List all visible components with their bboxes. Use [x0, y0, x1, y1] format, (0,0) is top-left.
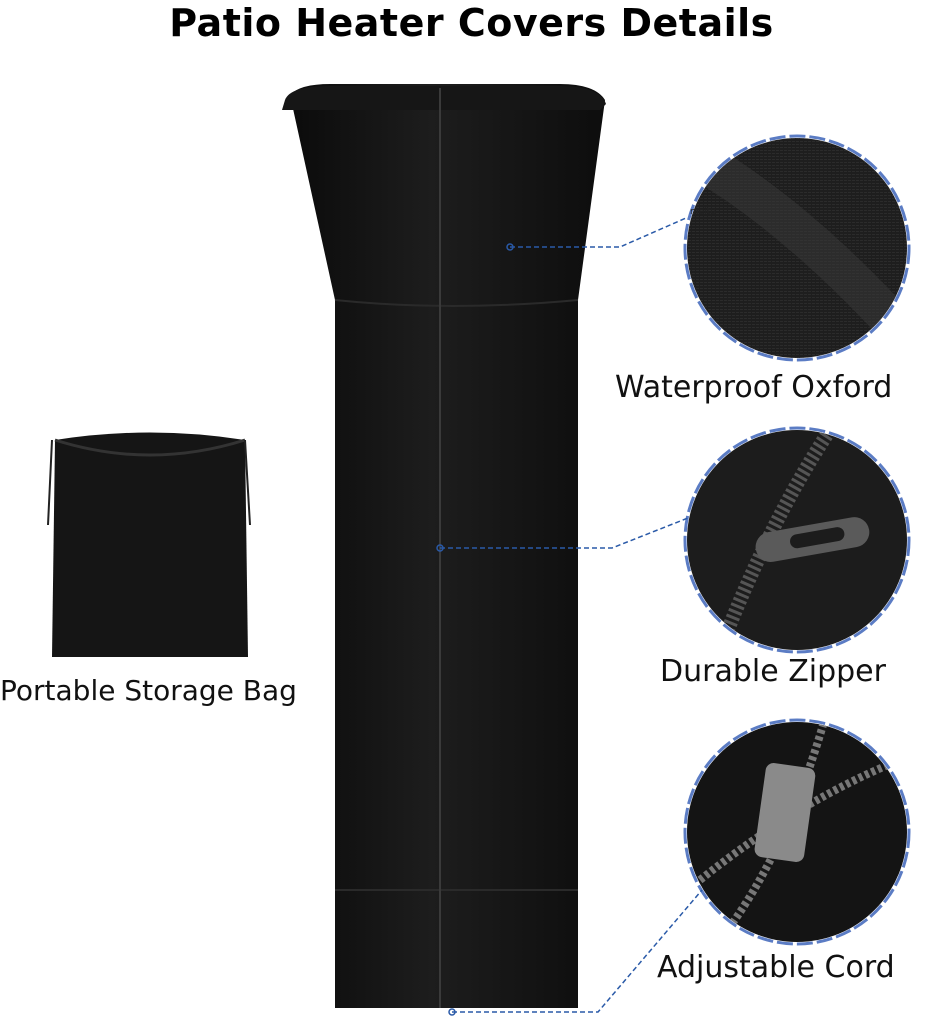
page-title: Patio Heater Covers Details [169, 1, 774, 45]
watermark: meitu [690, 207, 717, 217]
fabric-closeup-image [687, 138, 907, 358]
feature-label-waterproof-oxford: Waterproof Oxford [615, 370, 893, 405]
bag-label: Portable Storage Bag [0, 674, 297, 707]
callout-dots [436, 243, 514, 1016]
callout-lines [440, 217, 703, 1013]
feature-label-durable-zipper: Durable Zipper [660, 654, 886, 689]
circle-rings [683, 134, 911, 946]
cord-lock-closeup-image [687, 722, 907, 942]
feature-label-adjustable-cord: Adjustable Cord [657, 950, 895, 985]
storage-bag-image [47, 432, 251, 657]
zipper-closeup-image [687, 430, 907, 650]
heater-cover-image [282, 84, 606, 1008]
